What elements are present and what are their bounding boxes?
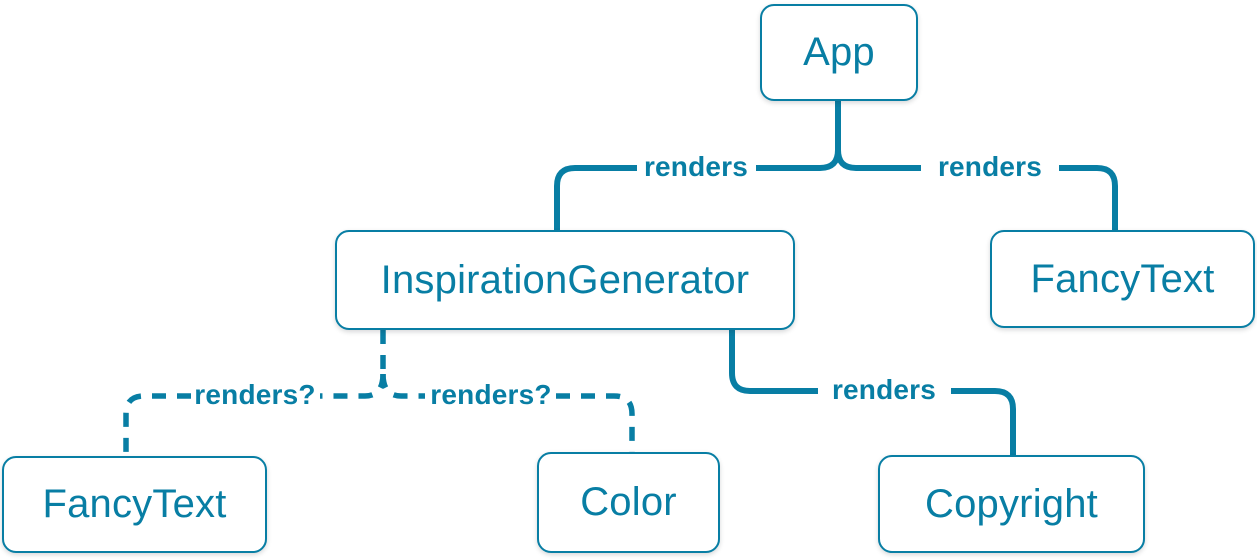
node-copyright: Copyright (878, 455, 1145, 553)
node-inspiration-generator: InspirationGenerator (335, 230, 795, 330)
node-fancy-text-bottom: FancyText (2, 456, 267, 553)
node-app: App (760, 4, 918, 101)
connector-app-fancytext-right (1059, 165, 1118, 230)
node-app-label: App (803, 30, 875, 74)
connector-inspiration-color-dashed-a (380, 373, 425, 399)
edge-label-inspiration-copyright: renders (831, 374, 937, 405)
node-copyright-label: Copyright (925, 481, 1098, 526)
connector-app-inspiration-right (554, 165, 637, 230)
node-fancy-text-bottom-label: FancyText (42, 482, 227, 526)
edge-label-app-fancytext: renders (937, 151, 1043, 182)
connector-inspiration-fancytext-dashed-a (320, 373, 386, 399)
edge-label-app-inspiration: renders (643, 151, 749, 182)
connector-inspiration-fancytext-dashed-b (123, 393, 191, 456)
connector-app-inspiration-left (756, 100, 841, 171)
edge-label-inspiration-fancytext: renders? (194, 379, 316, 410)
connector-inspiration-copyright-left (729, 330, 818, 394)
edge-label-inspiration-color: renders? (430, 379, 552, 410)
node-color-label: Color (580, 480, 677, 524)
connector-inspiration-copyright-right (951, 388, 1016, 455)
node-fancy-text-top: FancyText (990, 230, 1255, 328)
node-inspiration-generator-label: InspirationGenerator (380, 257, 750, 302)
connector-inspiration-color-dashed-b (556, 393, 635, 452)
node-fancy-text-top-label: FancyText (1030, 256, 1215, 301)
node-color: Color (537, 452, 720, 553)
connector-app-fancytext-left (835, 100, 921, 171)
